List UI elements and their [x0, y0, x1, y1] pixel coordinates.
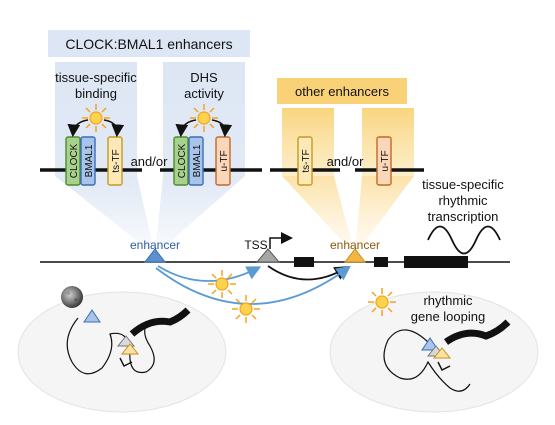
chromatin-fiber-left: [66, 317, 155, 375]
gene-arrow-left: [119, 357, 133, 367]
factor-bmal1-1: BMAL1: [80, 136, 96, 186]
cone-right-2: [355, 176, 414, 255]
gene-body-left: [129, 307, 191, 337]
cone-right-1: [282, 176, 355, 255]
factor-clock-2: CLOCK: [173, 136, 189, 186]
rhythm-wave: [427, 225, 501, 255]
arrow-curve-right: [211, 119, 233, 138]
arrow-curve-left: [175, 119, 197, 138]
svg-text:CLOCK: CLOCK: [69, 143, 80, 178]
svg-text:u-TF: u-TF: [219, 150, 230, 171]
enhancer-blue-small: [83, 309, 101, 323]
sun-icon: [82, 104, 110, 132]
exon-1: [294, 257, 314, 267]
transcription-line1: tissue-specific: [422, 177, 504, 192]
enhancer-blue-small-right: [421, 337, 439, 351]
other-enhancers-title: other enhancers: [295, 84, 389, 99]
svg-text:u-TF: u-TF: [380, 150, 391, 171]
enhancer-right-marker: [343, 248, 367, 263]
svg-text:BMAL1: BMAL1: [192, 144, 203, 177]
chromatin-fiber-right: [383, 329, 471, 392]
gene-body-right: [443, 319, 511, 345]
exon-3: [404, 256, 468, 268]
arrow-curve-left: [67, 119, 89, 138]
enhancer-yellow-small-right: [432, 347, 452, 359]
sun-icon: [190, 104, 218, 132]
svg-text:CLOCK: CLOCK: [177, 143, 188, 178]
sun-icon: [208, 270, 236, 298]
chromatin-ellipse-left: [17, 291, 227, 413]
panel-tissue-binding-line1: tissue-specific: [55, 70, 137, 85]
panel-dhs-activity-line1: DHS: [190, 70, 218, 85]
tss-label: TSS: [244, 238, 267, 252]
cone-left-2: [155, 176, 245, 255]
factor-clock-1: CLOCK: [65, 136, 81, 186]
svg-text:BMAL1: BMAL1: [84, 144, 95, 177]
tss-marker: [255, 248, 281, 263]
tss-arrow: [269, 232, 293, 249]
enhancer-left-marker: [143, 248, 167, 263]
arrow-blue-to-tss: [157, 265, 262, 282]
factor-ts-tf-2: ts-TF: [297, 136, 313, 186]
panel-dhs-activity-line2: activity: [184, 86, 224, 101]
looping-line2: gene looping: [411, 309, 485, 324]
arrow-blue-to-enhancer: [155, 265, 351, 305]
other-enhancers-banner: [277, 78, 407, 104]
moon-icon: [61, 286, 83, 308]
enhancer-right-label: enhancer: [330, 238, 380, 252]
header-title: CLOCK:BMAL1 enhancers: [65, 36, 232, 52]
factor-u-tf-2: u-TF: [376, 136, 392, 186]
svg-text:ts-TF: ts-TF: [111, 149, 122, 172]
svg-text:ts-TF: ts-TF: [301, 149, 312, 172]
looping-line1: rhythmic: [423, 293, 473, 308]
gene-arrow-right: [437, 361, 451, 371]
and-or-left: and/or: [131, 154, 169, 169]
factor-ts-tf-1: ts-TF: [107, 136, 123, 186]
factor-bmal1-2: BMAL1: [188, 136, 204, 186]
transcription-line2: rhythmic: [438, 193, 488, 208]
enhancer-left-label: enhancer: [130, 238, 180, 252]
header-banner: [48, 30, 250, 57]
cone-left-1: [55, 176, 155, 255]
exon-2: [374, 257, 388, 267]
sun-icon: [232, 295, 260, 323]
transcription-line3: transcription: [428, 209, 499, 224]
panel-tissue-binding-line2: binding: [75, 86, 117, 101]
factor-u-tf-1: u-TF: [215, 136, 231, 186]
and-or-right: and/or: [327, 154, 365, 169]
arrow-curve-right: [103, 119, 125, 138]
sun-icon: [368, 288, 396, 316]
enhancer-yellow-small: [120, 343, 140, 355]
